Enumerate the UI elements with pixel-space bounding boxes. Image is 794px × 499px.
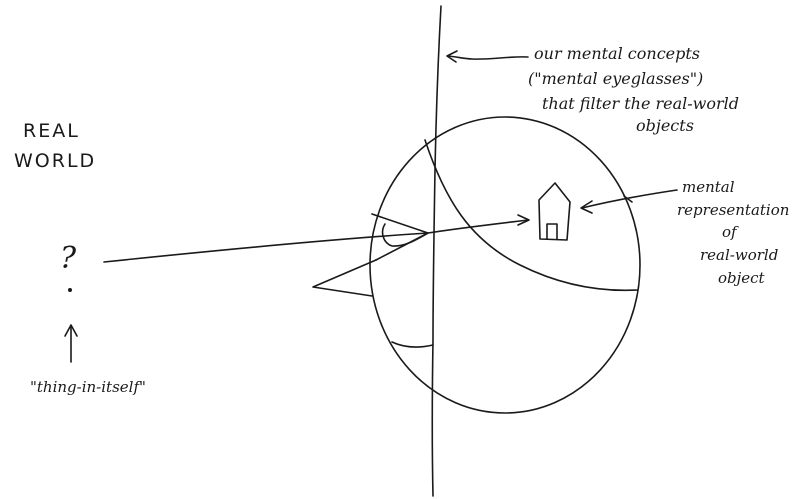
head-circle — [370, 117, 640, 413]
concepts-arrow — [448, 56, 528, 59]
head-inner-curve-lower — [392, 342, 433, 347]
question-mark: ? — [60, 241, 77, 276]
representation-line-1: mental — [682, 178, 735, 196]
nose-shape — [313, 260, 376, 296]
concepts-line-1: our mental concepts — [534, 44, 700, 63]
thing-dot — [68, 288, 72, 292]
representation-arrow — [582, 190, 677, 208]
head-inner-curve — [425, 140, 638, 290]
concepts-line-3: that filter the real-world — [542, 94, 739, 113]
house-icon — [539, 183, 570, 240]
representation-line-5: object — [718, 269, 766, 287]
house-door — [547, 224, 557, 239]
concepts-line-4: objects — [636, 116, 694, 135]
representation-line-2: representation — [677, 201, 789, 219]
perception-line-inner — [428, 220, 528, 233]
mental-filter-line — [432, 6, 441, 496]
concepts-line-2: ("mental eyeglasses") — [528, 69, 703, 88]
representation-line-4: real-world — [700, 246, 778, 264]
thing-in-itself-label: "thing-in-itself" — [30, 378, 146, 396]
world-label: WORLD — [14, 150, 96, 172]
representation-line-3: of — [722, 223, 739, 241]
real-label: REAL — [23, 120, 80, 142]
